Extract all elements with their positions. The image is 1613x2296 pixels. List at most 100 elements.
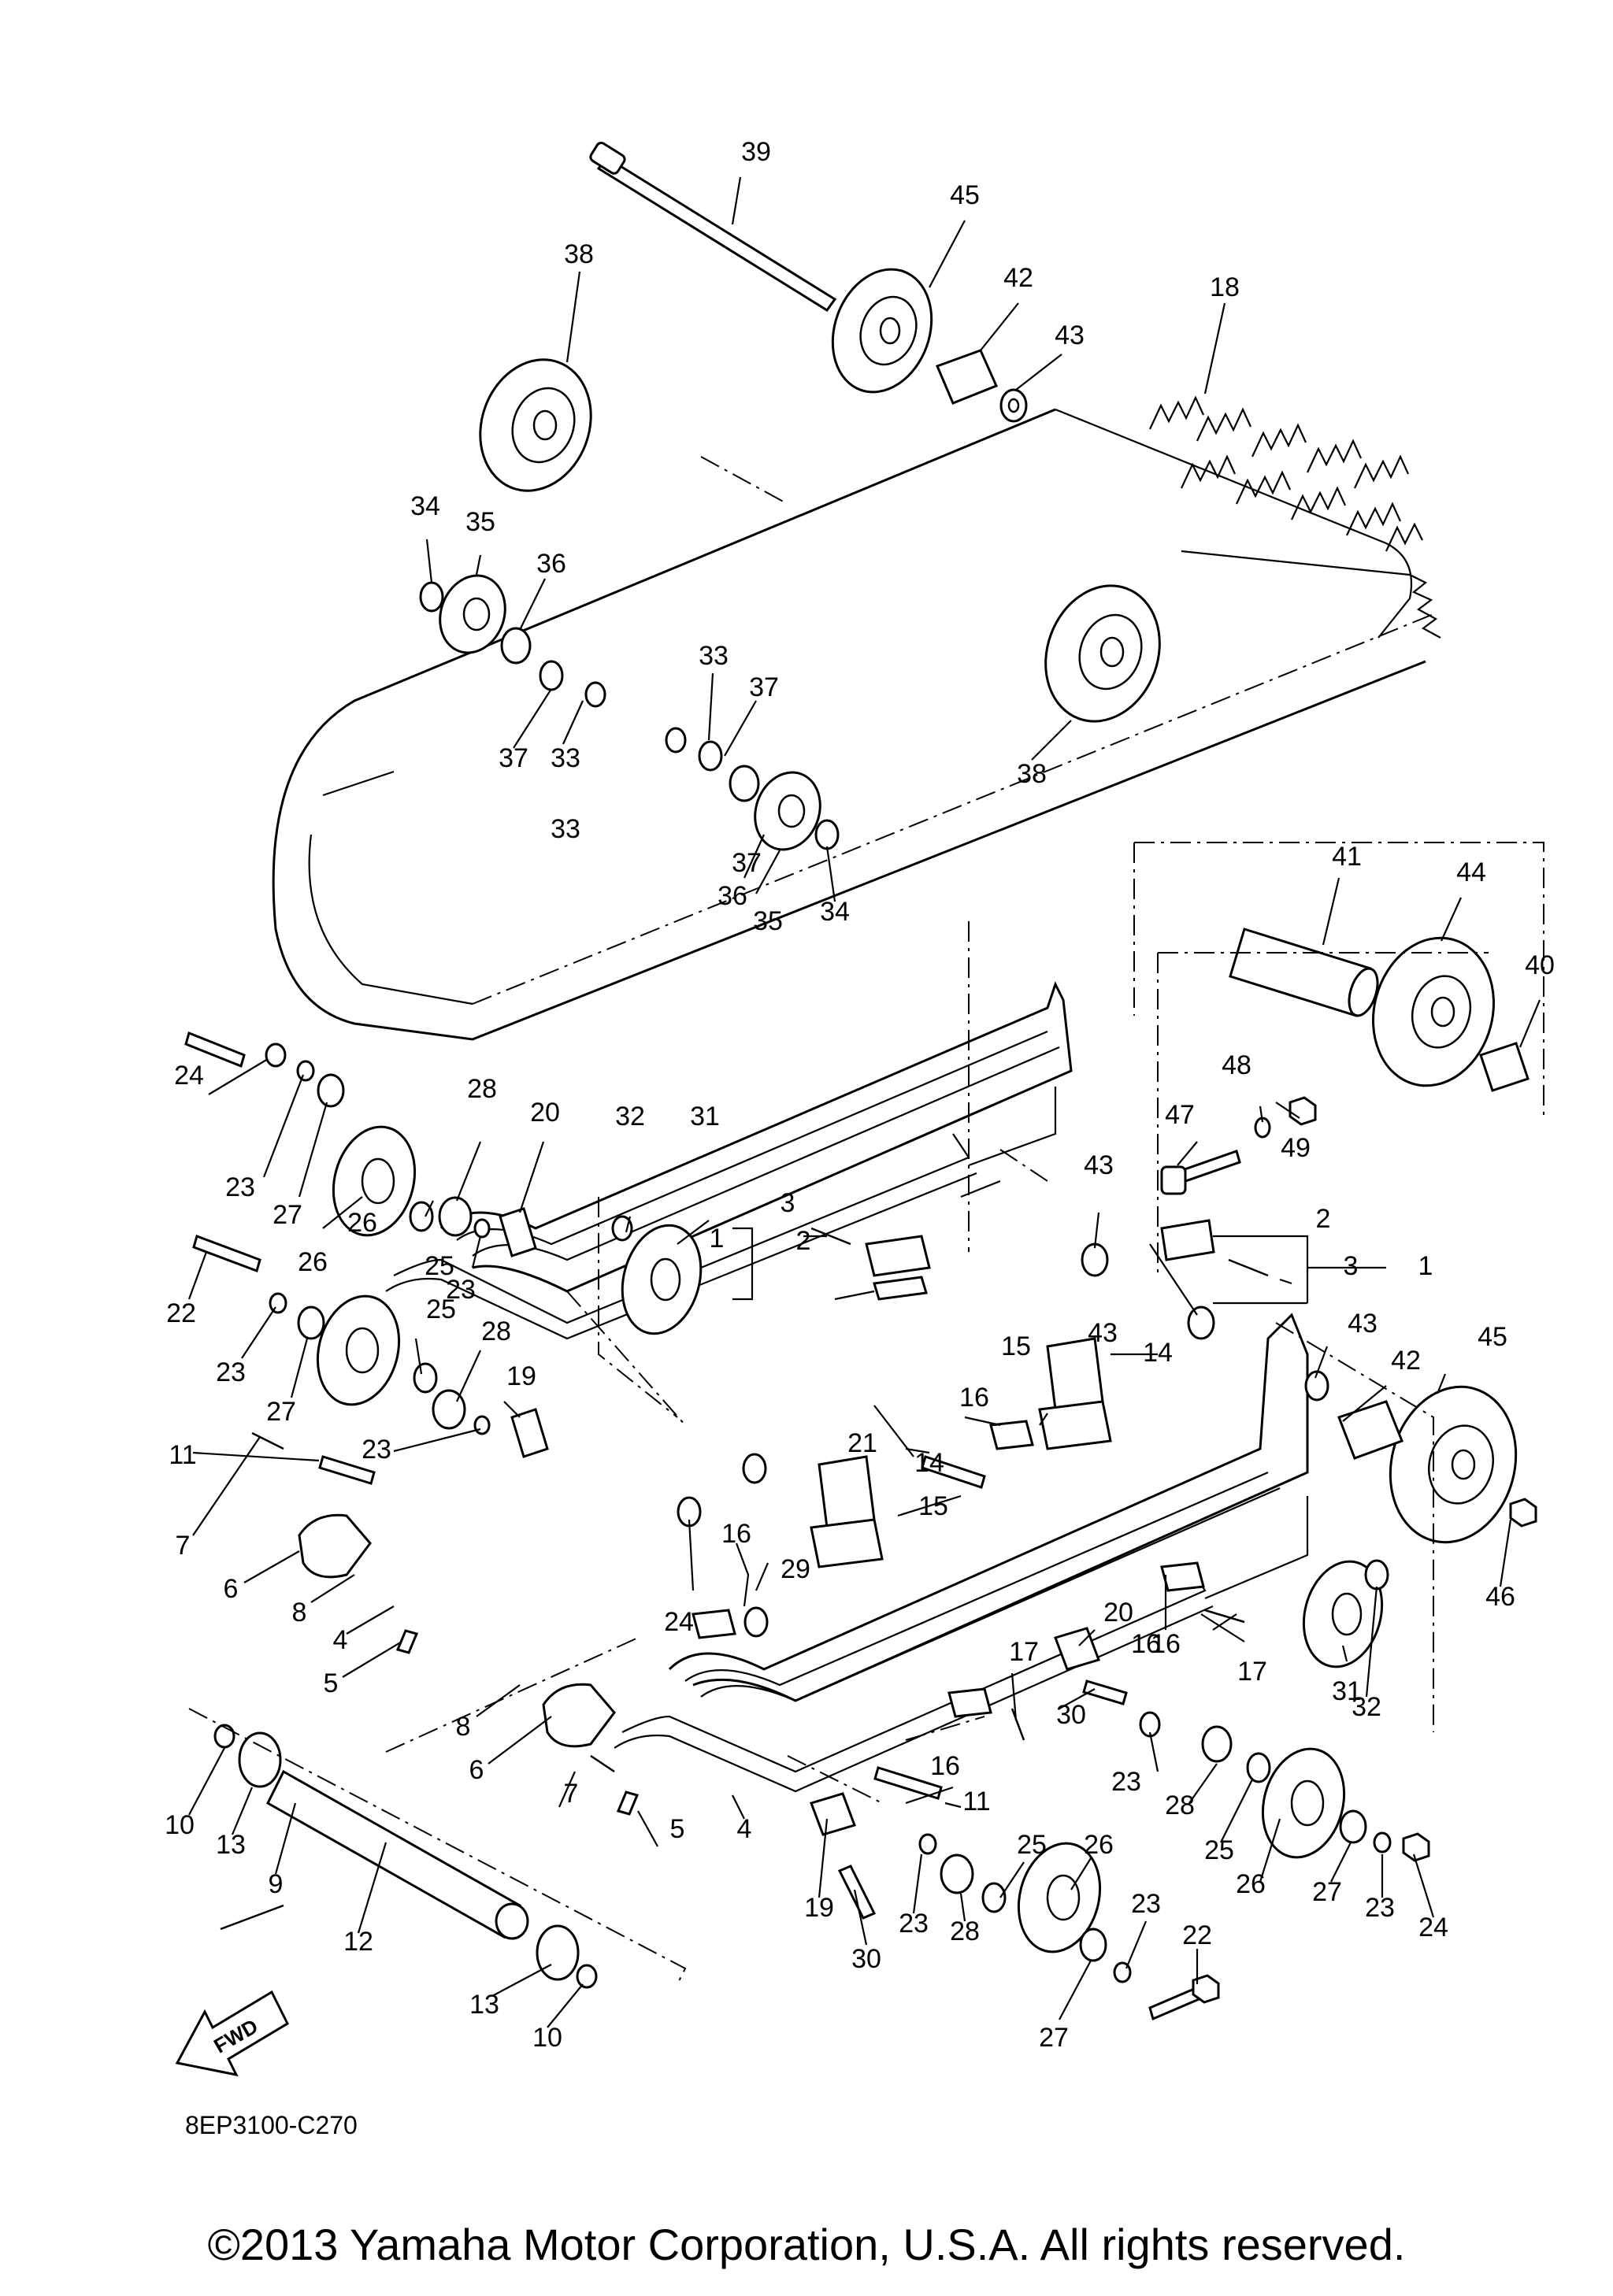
part-label-24: 24: [664, 1607, 694, 1637]
part-label-39: 39: [741, 137, 771, 167]
part-label-4: 4: [333, 1625, 348, 1655]
spacer-41: [1229, 928, 1379, 1017]
part-label-32: 32: [615, 1102, 645, 1131]
part-label-30: 30: [1056, 1700, 1086, 1730]
part-label-25: 25: [1204, 1835, 1234, 1865]
part-label-15: 15: [1001, 1331, 1031, 1361]
part-label-8: 8: [456, 1712, 471, 1742]
part-label-38: 38: [1017, 759, 1047, 789]
part-label-40: 40: [1525, 950, 1555, 980]
part-label-26: 26: [1084, 1830, 1114, 1860]
part-label-41: 41: [1332, 842, 1362, 872]
part-label-18: 18: [1210, 272, 1240, 302]
wheel-45-top: [831, 268, 933, 394]
part-label-11: 11: [962, 1787, 990, 1816]
part-label-42: 42: [1003, 263, 1033, 293]
part-label-43: 43: [1084, 1150, 1114, 1180]
part-label-1: 1: [1418, 1251, 1433, 1281]
part-label-23: 23: [1111, 1767, 1141, 1797]
part-label-2: 2: [796, 1226, 811, 1256]
copyright: ©2013 Yamaha Motor Corporation, U.S.A. A…: [208, 2220, 1406, 2269]
spacer-42-top: [936, 349, 999, 405]
part-label-23: 23: [216, 1357, 246, 1387]
part-label-37: 37: [749, 672, 779, 702]
part-label-17: 17: [1009, 1637, 1039, 1667]
part-label-13: 13: [469, 1990, 499, 2020]
part-label-25: 25: [426, 1294, 456, 1324]
part-label-30: 30: [851, 1944, 881, 1974]
part-label-3: 3: [781, 1188, 795, 1218]
part-label-31: 31: [1332, 1676, 1362, 1706]
part-label-38: 38: [564, 239, 594, 269]
part-label-26: 26: [347, 1208, 377, 1238]
part-label-23: 23: [1365, 1893, 1395, 1923]
bolt-47-nut-49: [1160, 1096, 1317, 1195]
part-label-12: 12: [343, 1927, 373, 1957]
part-label-33: 33: [551, 743, 580, 773]
part-label-45: 45: [1478, 1322, 1507, 1352]
part-label-43: 43: [1055, 320, 1085, 350]
part-label-6: 6: [469, 1755, 484, 1785]
part-label-44: 44: [1456, 857, 1486, 887]
part-label-27: 27: [1312, 1877, 1342, 1907]
part-label-8: 8: [292, 1598, 307, 1628]
spacer-40: [1479, 1042, 1530, 1092]
part-label-19: 19: [804, 1893, 834, 1923]
washer-43-top: [999, 388, 1028, 423]
part-label-25: 25: [425, 1251, 454, 1281]
part-label-27: 27: [1039, 2023, 1069, 2053]
part-label-31: 31: [690, 1102, 720, 1131]
wheel-38-mid: [1044, 584, 1161, 723]
part-label-10: 10: [165, 1810, 195, 1840]
part-label-27: 27: [266, 1397, 296, 1427]
part-label-46: 46: [1485, 1582, 1515, 1612]
part-label-23: 23: [446, 1275, 476, 1305]
part-label-35: 35: [465, 507, 495, 537]
part-label-27: 27: [273, 1200, 302, 1230]
part-label-23: 23: [362, 1435, 391, 1465]
part-label-7: 7: [564, 1779, 579, 1809]
part-label-36: 36: [718, 881, 747, 911]
part-label-35: 35: [753, 906, 783, 936]
diagram-code: 8EP3100-C270: [185, 2111, 358, 2139]
guide-lines: [188, 456, 1544, 1985]
slide-rail-right: [614, 1313, 1309, 1793]
part-label-5: 5: [670, 1814, 685, 1844]
part-label-20: 20: [530, 1098, 560, 1128]
part-label-11: 11: [169, 1440, 196, 1470]
wheel-44: [1371, 936, 1496, 1087]
part-label-16: 16: [930, 1751, 960, 1781]
part-label-16: 16: [721, 1519, 751, 1549]
part-label-14: 14: [914, 1448, 944, 1478]
part-label-29: 29: [781, 1554, 810, 1584]
bearing-group-left: [419, 574, 840, 851]
part-label-28: 28: [481, 1316, 511, 1346]
fwd-arrow-icon: FWD: [175, 1990, 289, 2077]
part-label-4: 4: [737, 1814, 752, 1844]
part-label-23: 23: [225, 1172, 255, 1202]
part-label-9: 9: [269, 1869, 284, 1899]
small-parts: [184, 1031, 1537, 2021]
part-label-20: 20: [1103, 1598, 1133, 1628]
part-label-33: 33: [699, 641, 729, 671]
part-label-47: 47: [1165, 1100, 1195, 1130]
part-label-26: 26: [298, 1247, 328, 1277]
part-label-3: 3: [1344, 1251, 1359, 1281]
part-label-25: 25: [1017, 1830, 1047, 1860]
shaft-39: [589, 141, 837, 313]
wheel-38-top: [479, 358, 592, 492]
part-label-22: 22: [1182, 1920, 1212, 1950]
part-label-48: 48: [1222, 1050, 1251, 1080]
part-label-32: 32: [1352, 1692, 1381, 1722]
part-label-16: 16: [959, 1383, 989, 1413]
part-label-36: 36: [536, 549, 566, 579]
part-label-37: 37: [499, 743, 528, 773]
track-belt: [272, 395, 1441, 1041]
part-label-23: 23: [899, 1909, 929, 1939]
part-label-34: 34: [410, 491, 440, 521]
part-label-16: 16: [1131, 1629, 1161, 1659]
part-label-33: 33: [551, 814, 580, 844]
part-label-43: 43: [1348, 1309, 1378, 1339]
